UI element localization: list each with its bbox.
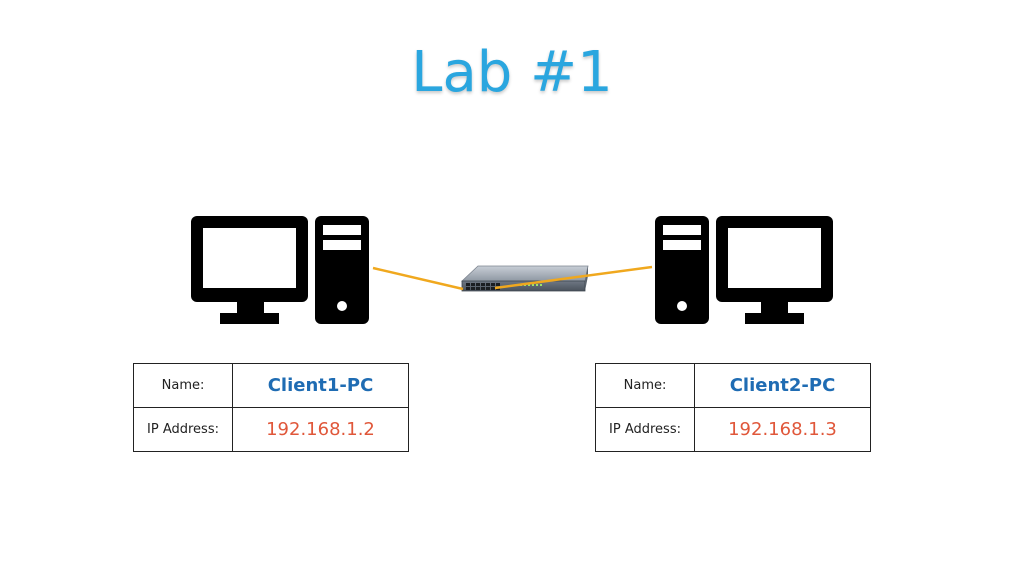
name-label: Name: [133,363,233,408]
client1-name: Client1-PC [267,375,374,396]
client2-info-table: Name: Client2-PC IP Address: 192.168.1.3 [595,363,871,452]
table-row: IP Address: 192.168.1.2 [133,407,409,452]
client1-info-table: Name: Client1-PC IP Address: 192.168.1.2 [133,363,409,452]
table-row: IP Address: 192.168.1.3 [595,407,871,452]
table-row: Name: Client2-PC [595,363,871,408]
ip-value-cell: 192.168.1.2 [232,407,409,452]
cable-client1-switch [372,266,464,291]
cable-switch-client2 [494,265,653,290]
name-label: Name: [595,363,695,408]
table-row: Name: Client1-PC [133,363,409,408]
ip-address-label: IP Address: [133,407,233,452]
client2-ip: 192.168.1.3 [728,419,837,440]
page-title: Lab #1 [411,40,613,105]
ip-value-cell: 192.168.1.3 [694,407,871,452]
desktop-pc-icon [655,216,833,324]
client1-ip: 192.168.1.2 [266,419,375,440]
client2-name: Client2-PC [729,375,836,396]
desktop-pc-icon [191,216,369,324]
ip-address-label: IP Address: [595,407,695,452]
name-value-cell: Client1-PC [232,363,409,408]
name-value-cell: Client2-PC [694,363,871,408]
